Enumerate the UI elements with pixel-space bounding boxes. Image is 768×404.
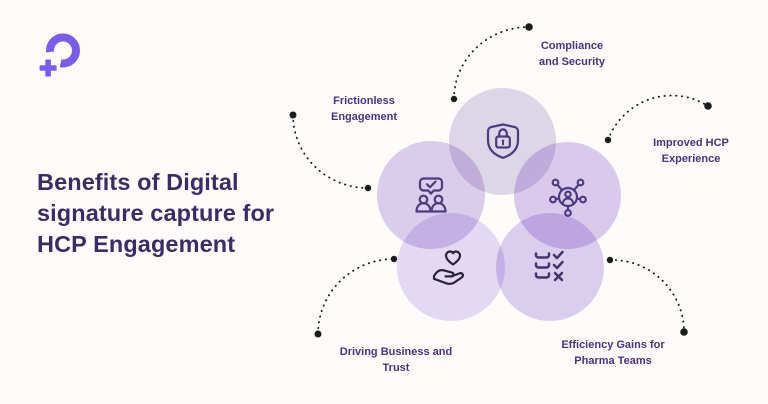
benefit-label-line: Driving Business and	[339, 346, 453, 358]
page-title-line: signature capture for	[37, 200, 275, 226]
benefit-label-line: Improved HCP	[653, 137, 729, 149]
connector-frictionless	[292, 114, 369, 189]
benefit-label-line: Pharma Teams	[574, 355, 652, 367]
benefit-label-line: Trust	[382, 362, 410, 374]
benefit-label-line: and Security	[538, 56, 606, 68]
circle-efficiency	[496, 213, 604, 321]
benefit-label-driving-business: Driving Business and Trust	[306, 344, 486, 376]
page-title: Benefits of Digital signature capture fo…	[37, 167, 337, 260]
shield-lock-icon	[481, 119, 525, 163]
benefit-label-frictionless: Frictionless Engagement	[284, 93, 444, 125]
page-title-line: HCP Engagement	[37, 231, 236, 257]
benefit-label-line: Compliance	[540, 40, 604, 52]
page-title-line: Benefits of Digital	[37, 169, 239, 195]
benefit-label-line: Efficiency Gains for	[561, 339, 665, 351]
benefit-label-efficiency: Efficiency Gains for Pharma Teams	[523, 337, 703, 369]
connector-end-dots	[289, 23, 712, 338]
benefit-label-line: Engagement	[330, 111, 397, 123]
benefit-label-line: Frictionless	[333, 95, 395, 107]
benefit-label-compliance: Compliance and Security	[492, 38, 652, 70]
hand-heart-icon	[429, 245, 473, 289]
connector-driving-business	[317, 258, 395, 335]
connector-improved-hcp	[607, 94, 709, 141]
plus-p-logo-icon	[39, 33, 80, 77]
network-person-icon	[546, 173, 590, 217]
connector-efficiency	[609, 259, 685, 333]
benefit-label-line: Experience	[661, 153, 721, 165]
circle-driving-business	[397, 213, 505, 321]
benefit-label-improved-hcp: Improved HCP Experience	[611, 135, 768, 167]
checklist-icon	[528, 245, 572, 289]
people-chat-icon	[409, 173, 453, 217]
